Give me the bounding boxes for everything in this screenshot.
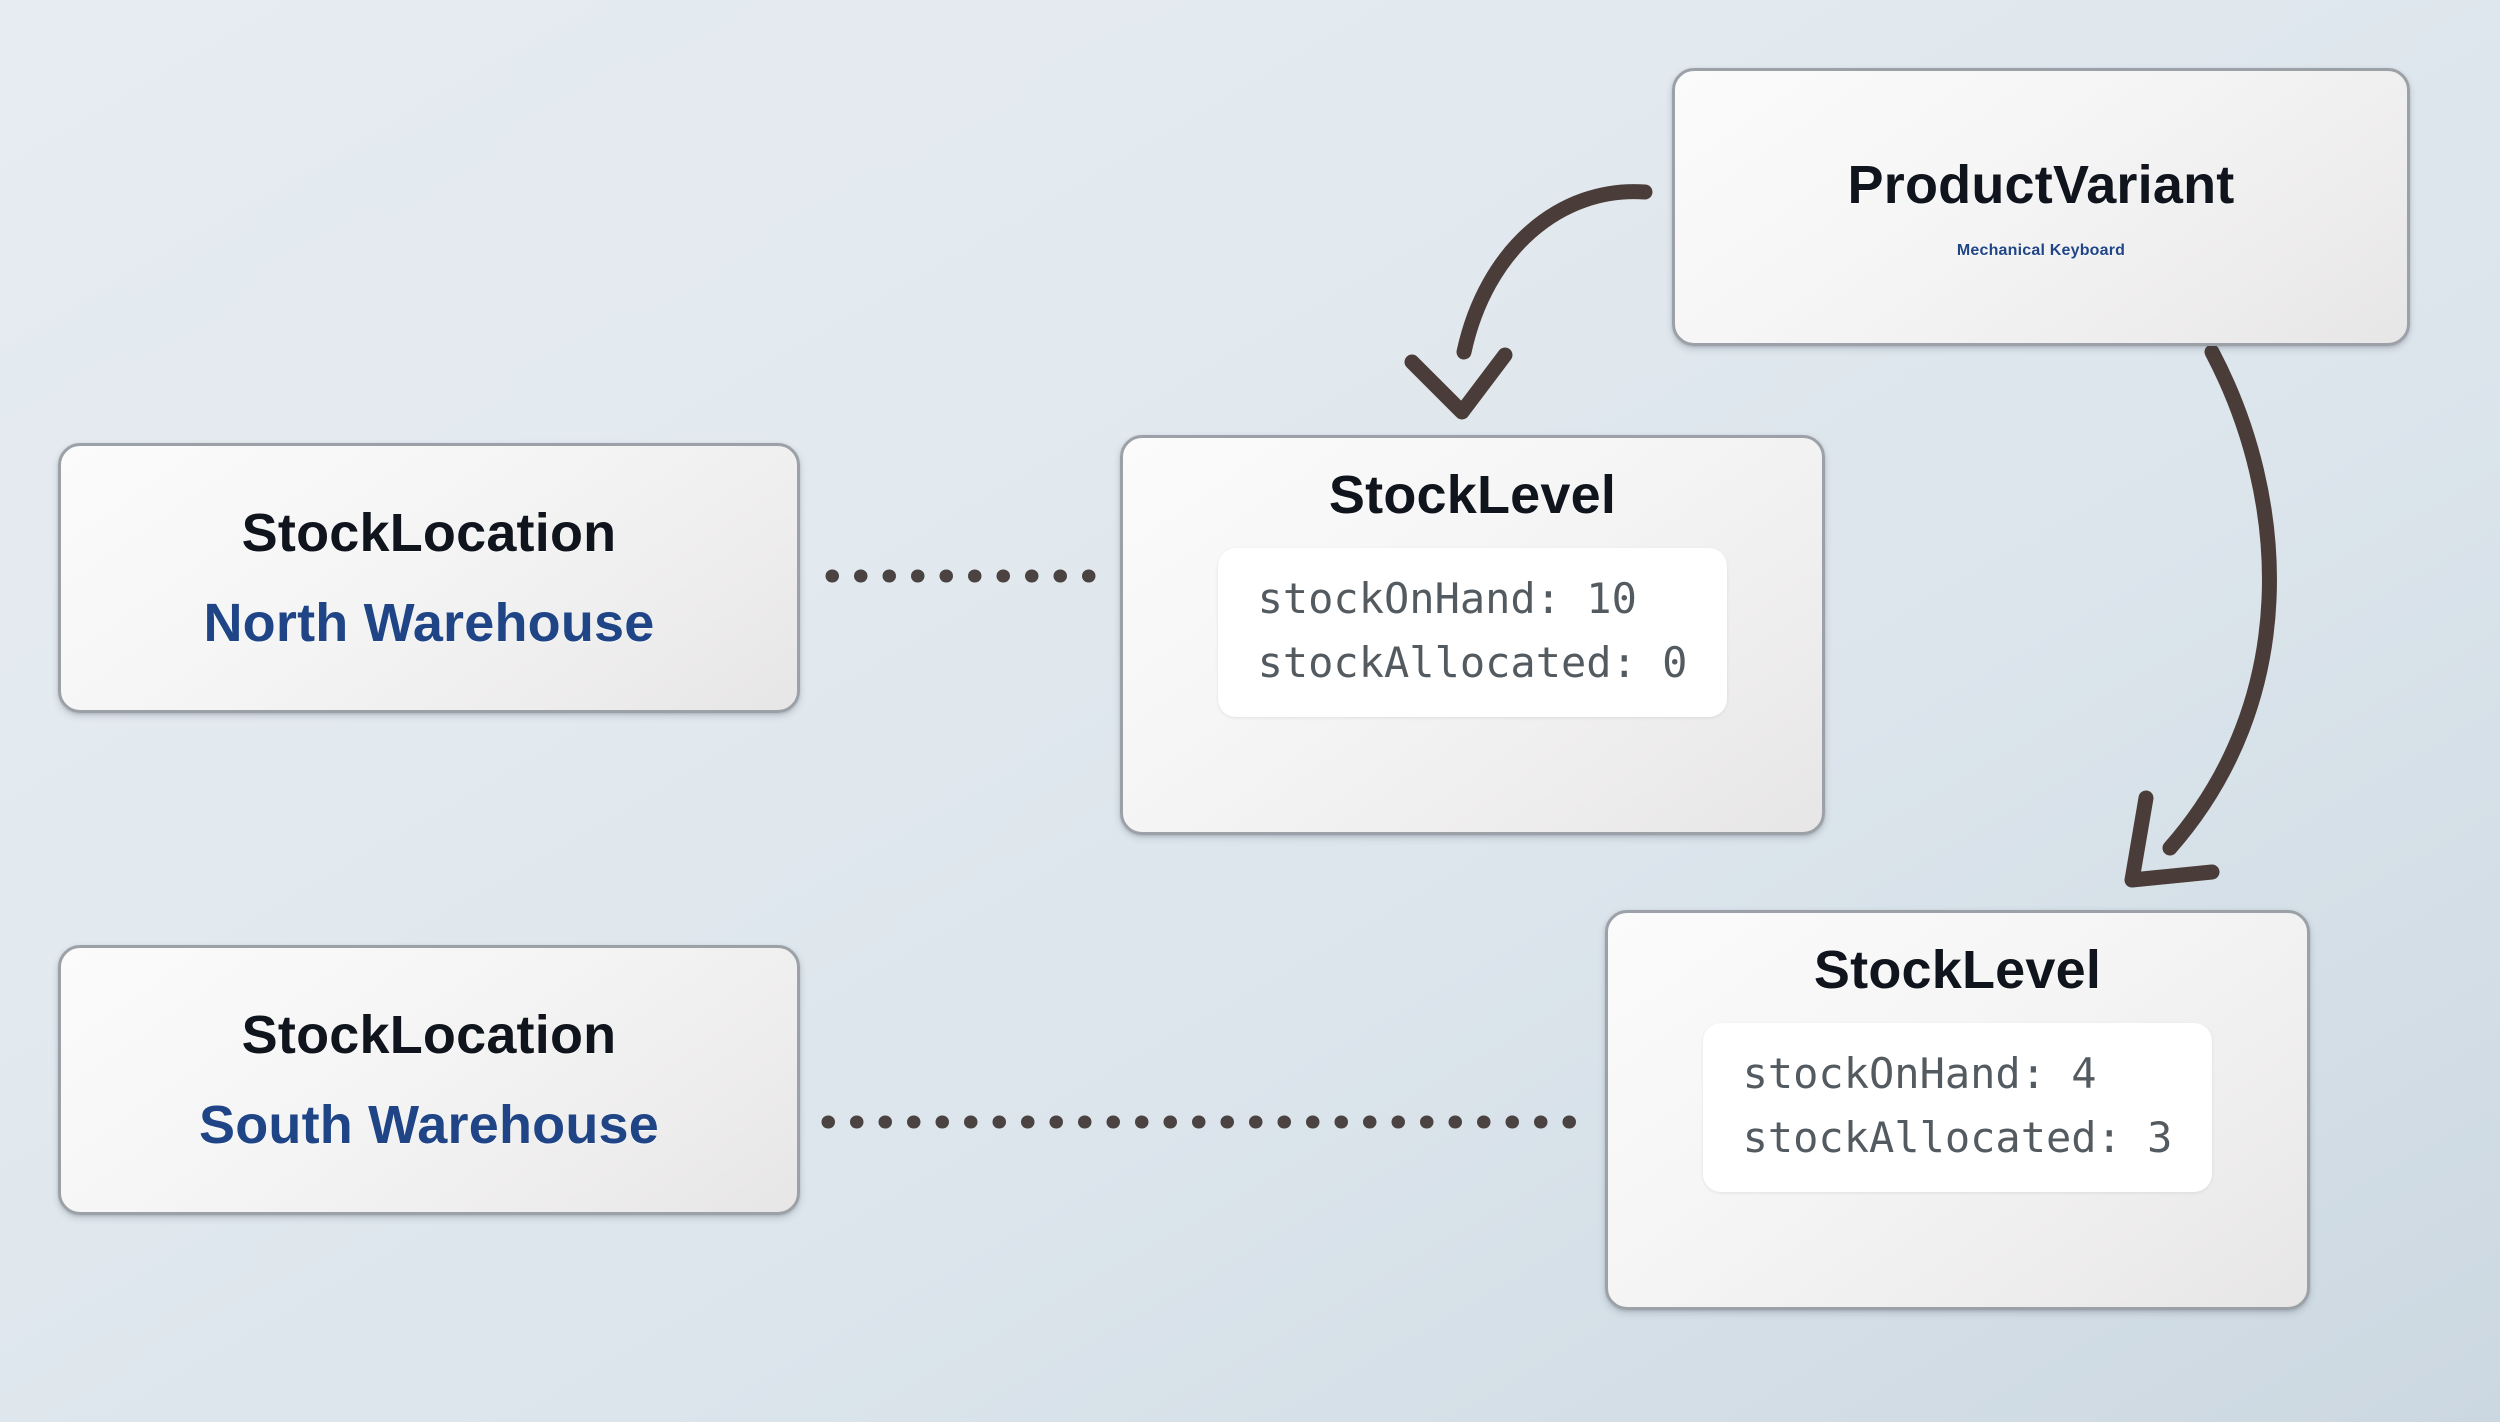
node-name-label: Mechanical Keyboard: [1956, 242, 2126, 259]
field-stock-allocated: stockAllocated: 0: [1257, 637, 1688, 687]
node-stock-location-south[interactable]: StockLocation South Warehouse: [58, 945, 800, 1215]
node-product-variant[interactable]: ProductVariant Mechanical Keyboard: [1672, 68, 2410, 346]
node-type-label: StockLevel: [1813, 940, 2102, 1000]
field-stock-allocated: stockAllocated: 3: [1742, 1112, 2173, 1162]
field-list: stockOnHand: 10 stockAllocated: 0: [1217, 548, 1728, 718]
node-name-label: North Warehouse: [203, 593, 655, 653]
field-stock-on-hand: stockOnHand: 4: [1742, 1049, 2097, 1098]
node-stock-level-north[interactable]: StockLevel stockOnHand: 10 stockAllocate…: [1120, 435, 1825, 835]
node-name-label: South Warehouse: [198, 1095, 660, 1155]
node-stock-location-north[interactable]: StockLocation North Warehouse: [58, 443, 800, 713]
node-stock-level-south[interactable]: StockLevel stockOnHand: 4 stockAllocated…: [1605, 910, 2310, 1310]
node-type-label: ProductVariant: [1847, 155, 2235, 215]
node-type-label: StockLocation: [241, 1005, 617, 1065]
field-list: stockOnHand: 4 stockAllocated: 3: [1702, 1023, 2213, 1193]
field-stock-on-hand: stockOnHand: 10: [1257, 574, 1637, 623]
arrow-edge-variant-to-south-level: [2124, 344, 2277, 888]
node-type-label: StockLocation: [241, 503, 617, 563]
node-type-label: StockLevel: [1328, 465, 1617, 525]
arrow-edge-variant-to-north-level: [1404, 184, 1653, 420]
